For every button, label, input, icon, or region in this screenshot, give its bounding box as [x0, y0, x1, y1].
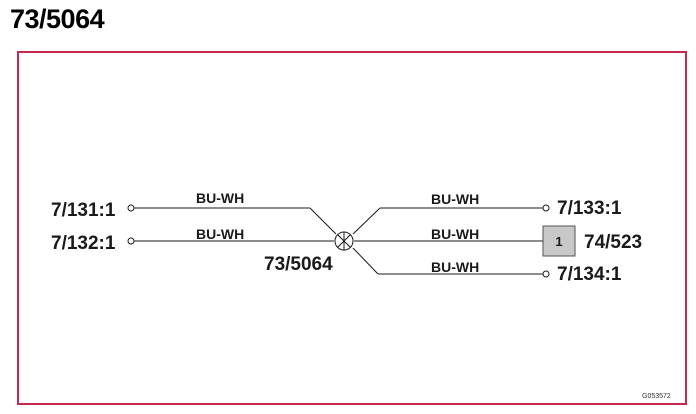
- terminal-icon: [127, 204, 135, 212]
- connector-label-7-133-1: 7/133:1: [557, 198, 622, 219]
- splice-icon: [334, 231, 354, 251]
- right-wire-1: [352, 204, 550, 235]
- left-wire-1: [127, 204, 337, 235]
- wire-color-label: BU-WH: [431, 226, 479, 242]
- figure-id: G053572: [642, 393, 671, 400]
- terminal-icon: [127, 237, 135, 245]
- connector-label-7-134-1: 7/134:1: [557, 264, 622, 285]
- wire-color-label: BU-WH: [196, 190, 244, 206]
- wire-color-label: BU-WH: [196, 226, 244, 242]
- splice-label: 73/5064: [264, 254, 333, 275]
- terminal-icon: [542, 270, 550, 278]
- page-title: 73/5064: [10, 4, 105, 34]
- connector-label-7-132-1: 7/132:1: [51, 233, 116, 254]
- wire-color-label: BU-WH: [431, 191, 479, 207]
- diagram-frame: [17, 51, 687, 405]
- component-box: 1: [542, 225, 576, 257]
- connector-label-74-523: 74/523: [584, 232, 642, 253]
- right-wire-3: [352, 247, 550, 278]
- left-wire-2: [127, 237, 334, 245]
- terminal-icon: [542, 204, 550, 212]
- component-box-number: 1: [555, 234, 562, 249]
- wire-color-label: BU-WH: [431, 259, 479, 275]
- connector-label-7-131-1: 7/131:1: [51, 200, 116, 221]
